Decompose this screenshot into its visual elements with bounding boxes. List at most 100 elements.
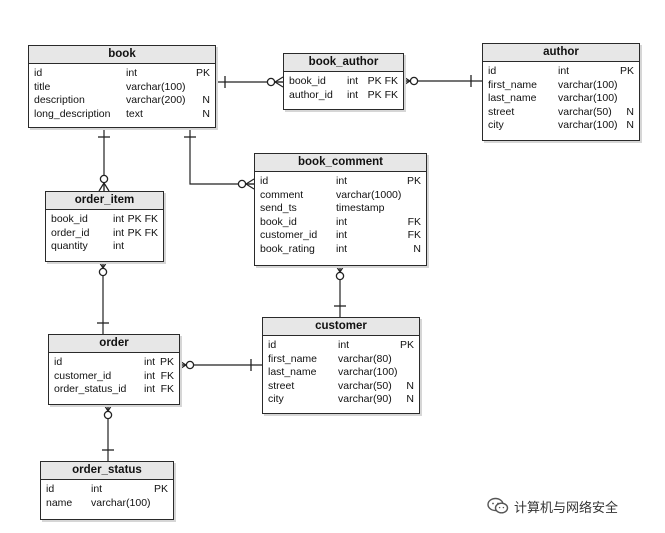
- entity-title-book-comment: book_comment: [255, 154, 426, 172]
- column-key: PK: [153, 483, 168, 495]
- column-key: PK: [399, 339, 414, 351]
- column-name: id: [46, 483, 55, 495]
- link-book-book-comment: [189, 126, 254, 185]
- column-type: varchar(100): [91, 496, 151, 509]
- column-type: varchar(50): [338, 379, 392, 392]
- column-type: int: [336, 215, 348, 228]
- column-name: id: [34, 67, 43, 79]
- cardinality-zero-mark: [99, 174, 109, 184]
- column-type: int: [126, 67, 138, 79]
- column-row: id int PK: [260, 175, 421, 189]
- column-type: varchar(50): [558, 105, 612, 118]
- column-row: city varchar(90) N: [268, 393, 414, 407]
- column-name: book_id: [260, 215, 297, 228]
- column-type: int: [113, 240, 125, 253]
- column-key: FK: [407, 229, 421, 242]
- crows-foot-mark: [274, 76, 284, 83]
- entity-title-author: author: [483, 44, 639, 62]
- column-name: last_name: [268, 366, 317, 379]
- watermark-text: 计算机与网络安全: [514, 499, 619, 515]
- column-type: int: [144, 383, 156, 396]
- column-name: title: [34, 80, 51, 93]
- crows-foot-mark: [245, 183, 255, 190]
- cardinality-zero-mark: [237, 179, 247, 189]
- column-name: quantity: [51, 240, 88, 253]
- column-row: name varchar(100): [46, 497, 168, 511]
- entity-title-customer: customer: [263, 318, 419, 336]
- column-row: first_name varchar(100): [488, 79, 634, 93]
- column-type: int: [338, 339, 350, 351]
- column-key: PK: [159, 356, 174, 368]
- column-type: varchar(100): [558, 119, 618, 132]
- cardinality-zero-mark: [185, 360, 195, 370]
- column-type: int: [336, 175, 348, 187]
- column-type: int: [336, 242, 348, 255]
- column-type: varchar(100): [558, 78, 618, 91]
- column-key: N: [413, 242, 421, 255]
- column-name: id: [488, 65, 497, 77]
- column-name: id: [268, 339, 277, 351]
- column-key: PK FK: [127, 213, 158, 225]
- column-row: quantity int: [51, 240, 158, 254]
- column-type: varchar(90): [338, 393, 392, 406]
- column-key: N: [406, 379, 414, 392]
- column-type: varchar(1000): [336, 188, 402, 201]
- column-key: PK: [619, 65, 634, 77]
- column-key: N: [202, 94, 210, 107]
- column-key: PK FK: [367, 88, 398, 101]
- cardinality-zero-mark: [266, 77, 276, 87]
- crows-foot-mark: [103, 182, 110, 192]
- wechat-icon: [487, 497, 509, 514]
- column-key: N: [626, 119, 634, 132]
- column-name: id: [260, 175, 269, 187]
- column-name: send_ts: [260, 202, 297, 215]
- column-type: int: [558, 65, 570, 77]
- column-key: N: [406, 393, 414, 406]
- column-name: first_name: [268, 352, 318, 365]
- column-name: first_name: [488, 78, 538, 91]
- column-name: street: [488, 105, 515, 118]
- crows-foot-mark: [274, 81, 284, 88]
- column-name: city: [268, 393, 284, 406]
- column-row: book_rating int N: [260, 243, 421, 257]
- column-type: int: [113, 213, 125, 225]
- cardinality-zero-mark: [335, 271, 345, 281]
- column-key: PK: [406, 175, 421, 187]
- column-type: int: [113, 226, 125, 239]
- column-name: book_rating: [260, 242, 315, 255]
- cardinality-zero-mark: [103, 410, 113, 420]
- column-type: int: [347, 88, 359, 101]
- column-name: long_description: [34, 107, 111, 120]
- entity-title-order: order: [49, 335, 179, 353]
- column-type: int: [347, 75, 359, 87]
- column-name: id: [54, 356, 63, 368]
- column-name: name: [46, 496, 73, 509]
- column-key: N: [202, 107, 210, 120]
